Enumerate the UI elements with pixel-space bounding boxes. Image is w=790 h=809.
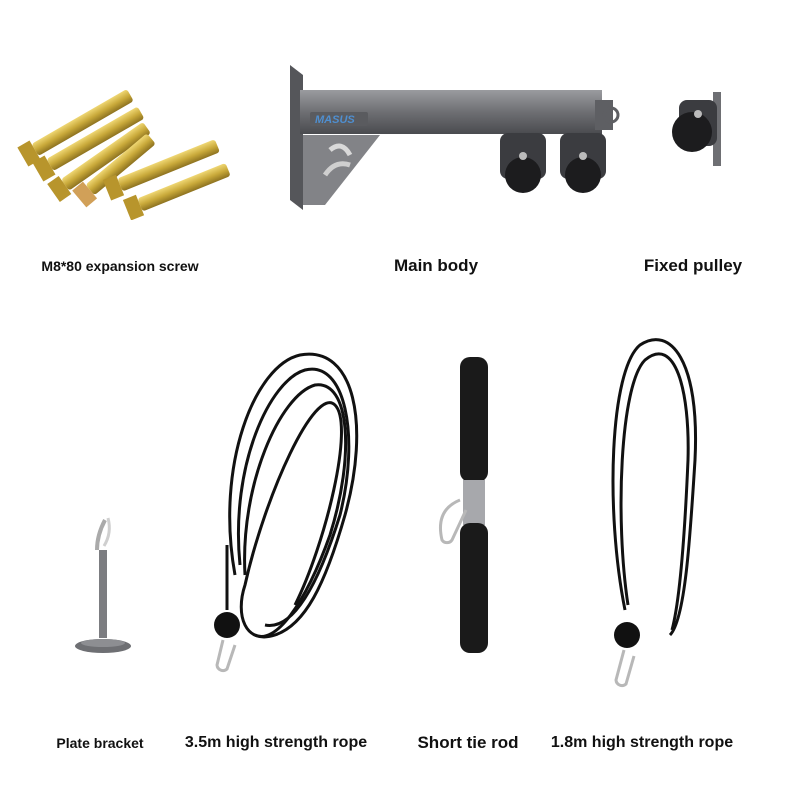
main-body-image: MASUS [290, 65, 620, 210]
expansion-screws-image [17, 90, 230, 220]
rope-short-image [611, 338, 698, 688]
label-plate-bracket: Plate bracket [56, 735, 144, 751]
label-fixed-pulley: Fixed pulley [643, 256, 743, 275]
pulley-right-icon [560, 133, 606, 193]
plate-bracket-image [75, 517, 131, 653]
label-main-body: Main body [393, 256, 479, 275]
label-rope-short: 1.8m high strength rope [550, 734, 734, 751]
rope-long-image [214, 352, 359, 673]
rope-stopper-ball [214, 612, 240, 638]
label-tie-rod: Short tie rod [417, 733, 519, 752]
tie-rod-image [439, 357, 488, 653]
fixed-pulley-image [672, 92, 721, 166]
pulley-left-icon [500, 133, 546, 193]
brand-logo: MASUS [315, 114, 355, 126]
hook-icon [322, 143, 353, 177]
label-expansion-screw: M8*80 expansion screw [41, 258, 199, 274]
rope-stopper-ball [614, 622, 640, 648]
label-rope-long: 3.5m high strength rope [184, 734, 368, 751]
screw-group [17, 90, 230, 220]
